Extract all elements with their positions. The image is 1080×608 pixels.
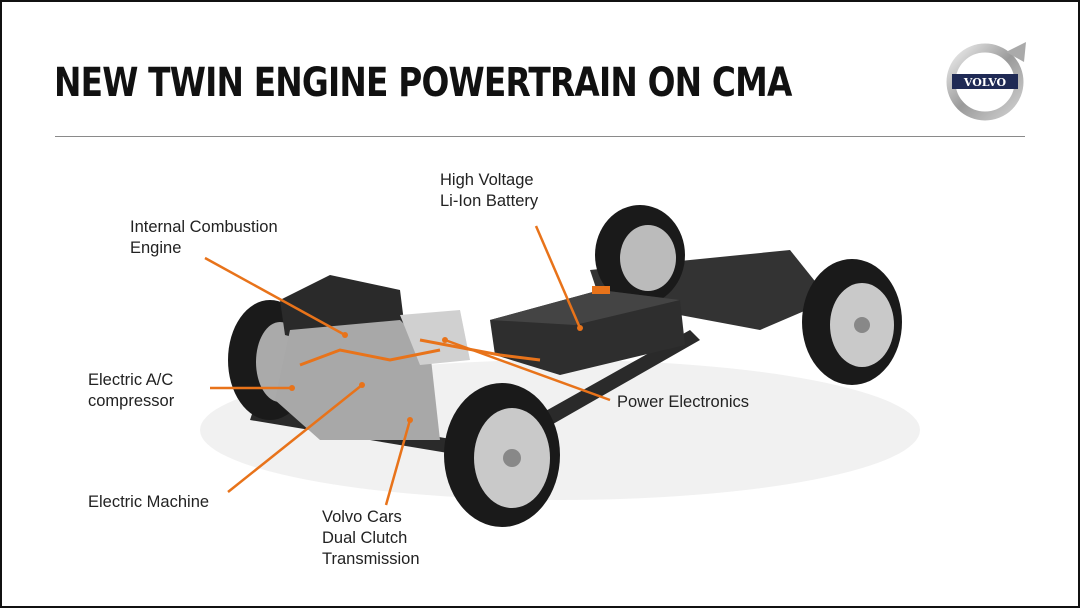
label-line: Engine (130, 239, 182, 257)
label-line: compressor (88, 392, 175, 410)
rear-left-wheel (595, 205, 685, 305)
label-ac-compressor: Electric A/C compressor (88, 370, 174, 412)
label-electric-machine: Electric Machine (88, 492, 209, 513)
label-line: Volvo Cars (322, 508, 402, 526)
label-line: Electric Machine (88, 493, 210, 511)
label-transmission: Volvo Cars Dual Clutch Transmission (322, 507, 420, 570)
label-line: Transmission (322, 550, 420, 568)
label-power-electronics: Power Electronics (617, 392, 749, 413)
label-line: High Voltage (440, 171, 534, 189)
label-line: Li-Ion Battery (440, 192, 539, 210)
leader-lines (204, 225, 611, 506)
rear-right-wheel (802, 259, 902, 385)
front-right-wheel (444, 383, 560, 527)
label-line: Dual Clutch (322, 529, 408, 547)
engine-block (275, 320, 440, 440)
label-line: Electric A/C (88, 371, 174, 389)
label-line: Internal Combustion (130, 218, 278, 236)
slide-title: NEW TWIN ENGINE POWERTRAIN ON CMA (54, 60, 792, 106)
logo-text: VOLVO (963, 76, 1007, 89)
volvo-logo: VOLVO (946, 42, 1026, 121)
power-electronics-unit (400, 310, 470, 365)
label-engine: Internal Combustion Engine (130, 217, 278, 259)
title-divider (55, 136, 1025, 137)
label-battery: High Voltage Li-Ion Battery (440, 170, 538, 212)
label-line: Power Electronics (617, 393, 750, 411)
